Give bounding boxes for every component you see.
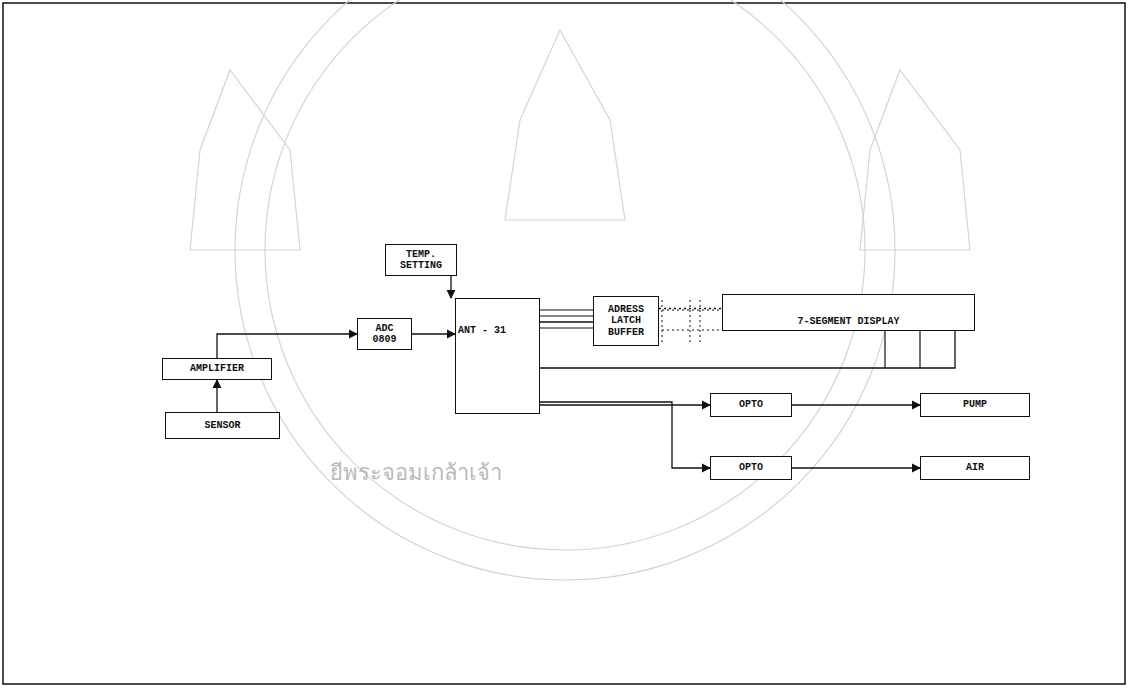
box-label: PUMP — [963, 399, 987, 411]
opto-box: OPTO — [710, 456, 792, 480]
amplifier-box: AMPLIFIER — [162, 358, 272, 380]
connector-line — [792, 404, 920, 405]
connector-line — [450, 276, 451, 298]
adc-box: ADC 0809 — [357, 318, 412, 350]
box-label: SENSOR — [204, 420, 240, 432]
connector-line — [540, 404, 710, 405]
bus-lines — [540, 310, 593, 328]
connector-line — [540, 321, 593, 322]
box-label: AMPLIFIER — [190, 363, 244, 375]
connector-line — [217, 334, 357, 358]
air-box: AIR — [920, 456, 1030, 480]
connector-line — [540, 402, 710, 468]
box-label: ADRESS LATCH BUFFER — [598, 304, 654, 339]
box-label: TEMP. SETTING — [390, 249, 452, 272]
controller-box: ANT - 31 — [455, 298, 540, 414]
latch-box: ADRESS LATCH BUFFER — [593, 296, 659, 346]
watermark-text: ยีพระจอมเกล้าเจ้า — [330, 455, 502, 490]
connector-line — [216, 380, 217, 412]
box-label: OPTO — [739, 399, 763, 411]
sensor-box: SENSOR — [165, 412, 280, 439]
display-box: 7-SEGMENT DISPLAY — [722, 294, 975, 331]
watermark-seal — [190, 0, 970, 580]
opto-box: OPTO — [710, 393, 792, 417]
box-label: ADC 0809 — [362, 323, 407, 346]
setting-box: TEMP. SETTING — [385, 244, 457, 276]
connector-line — [412, 333, 455, 334]
connector-line — [792, 467, 920, 468]
digit-lines — [885, 330, 920, 368]
box-label: AIR — [966, 462, 984, 474]
connector-line — [659, 308, 722, 309]
dotted-bus — [657, 300, 722, 345]
page-frame — [3, 3, 1125, 684]
box-label: 7-SEGMENT DISPLAY — [797, 316, 899, 328]
pump-box: PUMP — [920, 393, 1030, 417]
box-label: OPTO — [739, 462, 763, 474]
box-label: ANT - 31 — [458, 325, 506, 337]
